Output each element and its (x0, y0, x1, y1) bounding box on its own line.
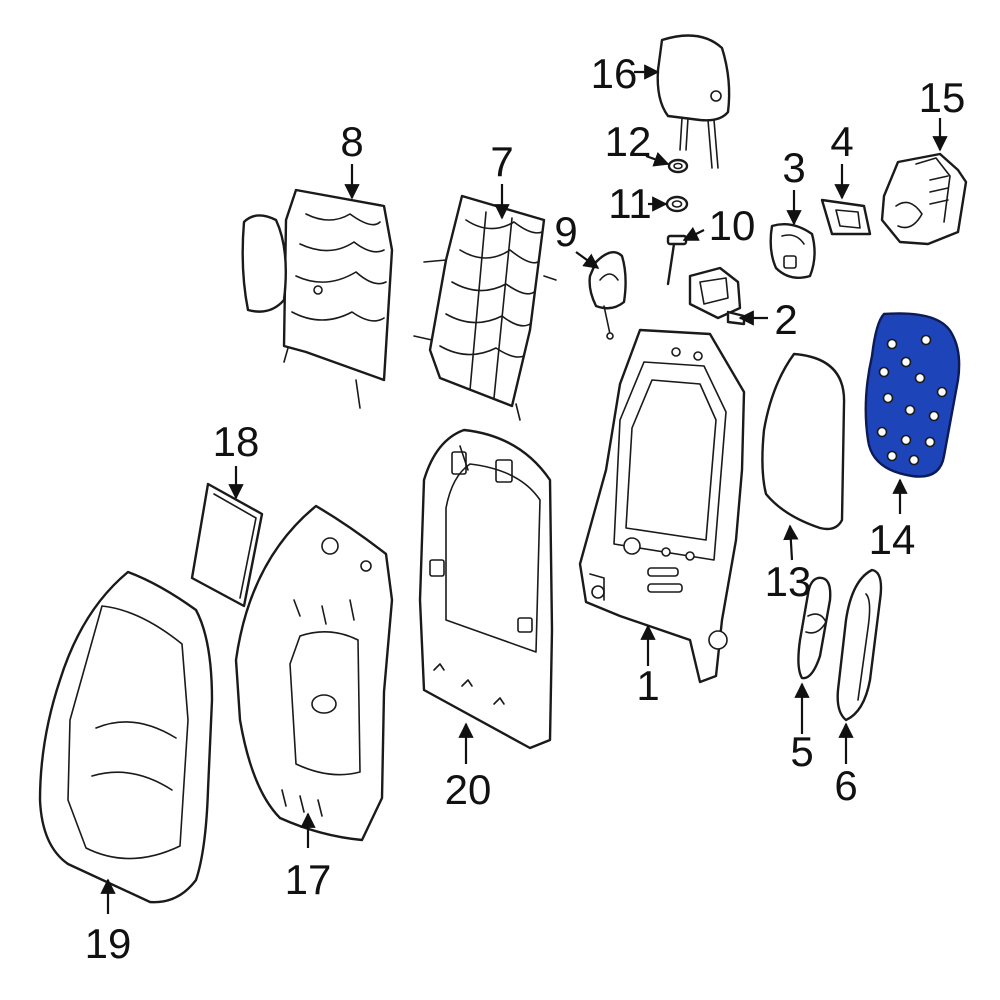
svg-text:13: 13 (765, 558, 812, 605)
seat-back-foam-part[interactable] (234, 504, 394, 842)
svg-text:1: 1 (636, 662, 659, 709)
callout-20: 20 (445, 722, 492, 813)
callout-2: 2 (738, 296, 798, 343)
svg-text:20: 20 (445, 766, 492, 813)
pad-13-part[interactable] (761, 352, 846, 531)
svg-text:9: 9 (554, 208, 577, 255)
callout-8: 8 (340, 118, 364, 200)
callout-16: 16 (591, 50, 660, 97)
callout-7: 7 (490, 138, 514, 220)
headrest-part[interactable] (656, 34, 731, 169)
trim-frame-8-part[interactable] (241, 188, 394, 409)
callout-17: 17 (285, 812, 332, 903)
svg-text:6: 6 (834, 762, 857, 809)
side-cover-6-part[interactable] (836, 568, 883, 722)
callout-9: 9 (554, 208, 600, 269)
callout-12: 12 (605, 118, 670, 167)
bezel-4-part[interactable] (820, 198, 872, 236)
suspension-mat-part[interactable] (413, 194, 557, 421)
svg-text:15: 15 (919, 74, 966, 121)
seat-back-frame-part[interactable] (578, 328, 746, 684)
back-panel-20-part[interactable] (418, 428, 554, 750)
svg-text:17: 17 (285, 856, 332, 903)
svg-text:10: 10 (709, 202, 756, 249)
svg-text:8: 8 (340, 118, 363, 165)
guide-ring-12-part[interactable] (667, 158, 689, 174)
callout-6: 6 (834, 722, 858, 809)
latch-part[interactable] (688, 266, 746, 326)
cover-3-part[interactable] (769, 223, 816, 279)
heating-pad-14-part[interactable] (864, 312, 961, 478)
svg-text:7: 7 (490, 138, 513, 185)
callout-5: 5 (790, 682, 814, 775)
svg-text:16: 16 (591, 50, 638, 97)
callout-3: 3 (782, 144, 806, 226)
svg-text:12: 12 (605, 118, 652, 165)
callout-14: 14 (869, 478, 916, 563)
guide-ring-11-part[interactable] (665, 195, 689, 213)
callout-19: 19 (85, 878, 132, 967)
lever-housing-part[interactable] (880, 152, 968, 246)
callout-1: 1 (636, 624, 660, 709)
svg-text:2: 2 (774, 296, 797, 343)
callout-10: 10 (682, 202, 756, 249)
svg-text:11: 11 (608, 180, 652, 227)
callout-11: 11 (608, 180, 668, 227)
callout-13: 13 (765, 524, 812, 605)
svg-text:18: 18 (213, 418, 260, 465)
card-18-part[interactable] (190, 482, 264, 608)
svg-text:5: 5 (790, 728, 813, 775)
side-bracket-5-part[interactable] (797, 576, 832, 680)
svg-text:3: 3 (782, 144, 805, 191)
seat-back-cover-part[interactable] (38, 570, 214, 904)
svg-text:4: 4 (830, 118, 853, 165)
pin-part[interactable] (666, 234, 688, 286)
callout-15: 15 (919, 74, 966, 152)
heating-pad-holes (876, 334, 948, 466)
svg-text:19: 19 (85, 920, 132, 967)
callout-4: 4 (830, 118, 854, 200)
callout-18: 18 (213, 418, 260, 500)
svg-text:14: 14 (869, 516, 916, 563)
